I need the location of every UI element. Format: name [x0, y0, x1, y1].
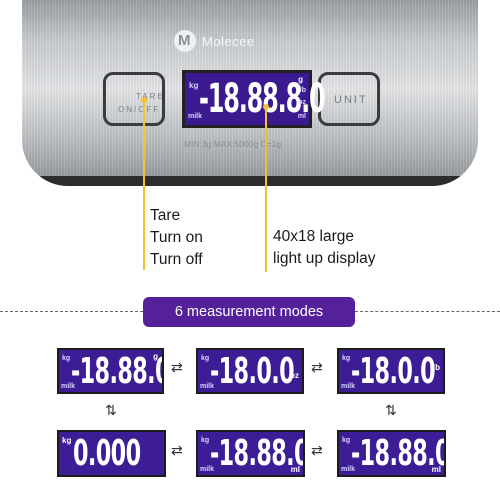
brand-name: Molecee: [202, 33, 255, 49]
mode-label-bottom: milk: [61, 383, 76, 390]
mode-unit: oz: [290, 371, 299, 380]
mode-lcd: kg milk -18.88.0 ml: [196, 430, 305, 477]
divider-right: [355, 311, 500, 312]
callout-turn-on: Turn on: [150, 229, 203, 246]
main-lcd-unit-lb: lb: [299, 87, 306, 94]
callout-line-right: [265, 107, 267, 272]
callout-display-size: 40x18 large: [273, 228, 355, 245]
callout-text-right: 40x18 large light up display: [273, 226, 376, 270]
mode-label-bottom: milk: [200, 466, 215, 473]
callout-light-up: light up display: [273, 250, 376, 267]
callout-tare: Tare: [150, 207, 181, 224]
main-lcd-unit-ml: ml: [297, 113, 306, 120]
main-lcd-unit-oz: oz: [298, 99, 306, 106]
main-lcd-unit-g: g: [298, 75, 303, 84]
mode-label-bottom: milk: [341, 383, 356, 390]
mode-digits: -18.88.0: [351, 433, 446, 474]
mode-unit: g: [153, 352, 158, 361]
mode-lcd: kg milk -18.0.0 oz: [196, 348, 304, 394]
spec-text: MIN:3g MAX:5000g D=1g: [184, 139, 282, 149]
mode-lcd: kg 0.000: [57, 430, 166, 477]
brand-logo: Molecee: [174, 30, 255, 52]
mode-lcd: kg milk -18.88.0 g: [57, 348, 164, 394]
mode-label-top: kg: [201, 437, 210, 444]
main-lcd-kg: kg: [189, 81, 199, 90]
main-lcd-digits: -18.88.8.0: [199, 76, 326, 122]
unit-button[interactable]: [318, 72, 380, 126]
main-lcd-display: kg milk -18.88.8.0 g lb oz ml: [182, 70, 326, 128]
double-arrow-vertical-icon: ⇅: [105, 403, 117, 419]
double-arrow-icon: ⇄: [311, 360, 323, 376]
double-arrow-icon: ⇄: [171, 443, 183, 459]
onoff-label: ON/OFF: [118, 105, 161, 114]
mode-lcd: kg milk -18.0.0 lb: [337, 348, 445, 394]
callout-text-left: Tare Turn on Turn off: [150, 205, 203, 271]
mode-digits: 0.000: [73, 433, 141, 474]
tare-label: TARE: [136, 92, 165, 101]
mode-digits: -18.88.0: [71, 351, 164, 392]
mode-label-top: kg: [62, 355, 71, 362]
main-lcd-milk: milk: [188, 113, 203, 120]
divider-left: [0, 311, 143, 312]
mode-digits: -18.0.0: [351, 351, 436, 392]
mode-label-bottom: milk: [200, 383, 215, 390]
mode-label-top: kg: [62, 436, 72, 445]
callout-line-left: [143, 100, 145, 270]
molecee-logo-icon: [174, 30, 196, 52]
mode-label-top: kg: [201, 355, 210, 362]
callout-turn-off: Turn off: [150, 251, 203, 268]
mode-digits: -18.0.0: [210, 351, 295, 392]
mode-digits: -18.88.0: [210, 433, 305, 474]
mode-lcd: kg milk -18.88.0 ml: [337, 430, 446, 477]
double-arrow-icon: ⇄: [311, 443, 323, 459]
double-arrow-vertical-icon: ⇅: [385, 403, 397, 419]
mode-label-bottom: milk: [341, 466, 356, 473]
tare-onoff-button[interactable]: [103, 72, 165, 126]
mode-label-top: kg: [342, 437, 351, 444]
unit-label: UNIT: [334, 94, 368, 106]
mode-unit: ml: [431, 465, 441, 474]
mode-unit: lb: [432, 363, 440, 372]
double-arrow-icon: ⇄: [171, 360, 183, 376]
mode-label-top: kg: [342, 355, 351, 362]
modes-title: 6 measurement modes: [143, 297, 355, 327]
mode-unit: ml: [290, 465, 300, 474]
